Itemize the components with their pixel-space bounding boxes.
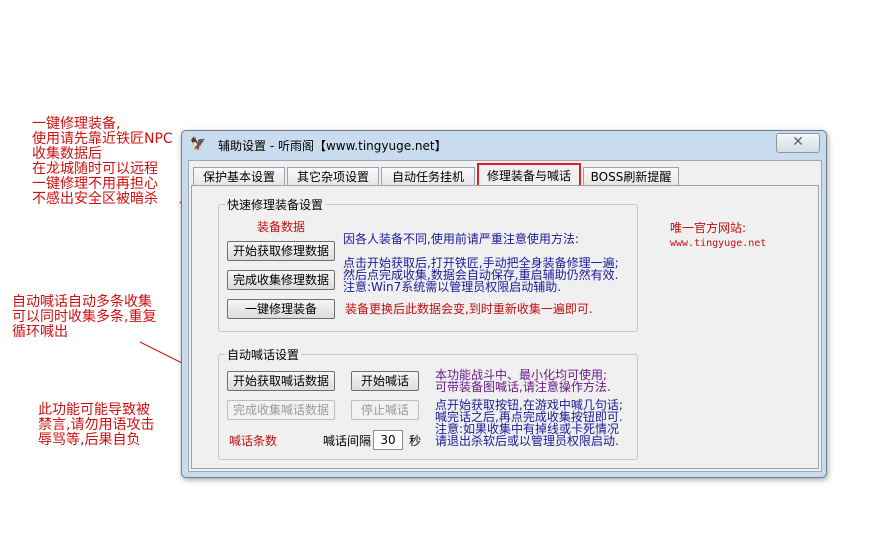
shout-count-label: 喊话条数 [229, 434, 278, 448]
shout-interval-input[interactable]: 30 [373, 430, 403, 450]
tab-boss-alert[interactable]: BOSS刷新提醒 [583, 167, 679, 186]
repair-group-title: 快速修理装备设置 [225, 196, 326, 213]
tab-auto-task[interactable]: 自动任务挂机 [381, 167, 475, 186]
shout-note-top: 本功能战斗中、最小化均可使用; 可带装备图喊话,请注意操作方法. [435, 368, 611, 394]
tab-panel-repair-shout: 快速修理装备设置 装备数据 开始获取修理数据 完成收集修理数据 一键修理装备 因… [191, 185, 819, 469]
shout-group-title: 自动喊话设置 [225, 346, 302, 363]
annotation-shout: 自动喊话自动多条收集 可以同时收集多条,重复 循环喊出 [12, 294, 157, 340]
repair-note-footer: 装备更换后此数据会变,到时重新收集一遍即可. [345, 302, 593, 316]
shout-interval-unit: 秒 [409, 434, 422, 448]
finish-shout-collect-button[interactable]: 完成收集喊话数据 [227, 400, 335, 420]
shout-group: 自动喊话设置 开始获取喊话数据 开始喊话 完成收集喊话数据 停止喊话 喊话条数 … [218, 346, 638, 460]
stop-shout-button[interactable]: 停止喊话 [351, 400, 419, 420]
title-bar[interactable]: 🦅 辅助设置 - 听雨阁【www.tingyuge.net】 ✕ [182, 131, 826, 159]
official-site-label: 唯一官方网站: [670, 221, 747, 235]
repair-note-body: 点击开始获取后,打开铁匠,手动把全身装备修理一遍; 然后点完成收集,数据会自动保… [343, 256, 619, 294]
window-title: 辅助设置 - 听雨阁【www.tingyuge.net】 [218, 139, 447, 153]
shout-interval-label: 喊话间隔 [323, 434, 372, 448]
equip-data-label: 装备数据 [257, 220, 306, 234]
start-repair-collect-button[interactable]: 开始获取修理数据 [227, 241, 335, 261]
repair-group: 快速修理装备设置 装备数据 开始获取修理数据 完成收集修理数据 一键修理装备 因… [218, 196, 638, 332]
close-button[interactable]: ✕ [776, 133, 820, 153]
app-icon: 🦅 [190, 137, 207, 152]
start-shout-collect-button[interactable]: 开始获取喊话数据 [227, 371, 335, 391]
annotation-warning: 此功能可能导致被 禁言,请勿用语攻击 辱骂等,后果自负 [38, 402, 155, 448]
settings-window: 🦅 辅助设置 - 听雨阁【www.tingyuge.net】 ✕ 保护基本设置 … [181, 130, 827, 478]
window-client: 保护基本设置 其它杂项设置 自动任务挂机 修理装备与喊话 BOSS刷新提醒 快速… [188, 160, 822, 472]
start-shout-button[interactable]: 开始喊话 [351, 371, 419, 391]
one-key-repair-button[interactable]: 一键修理装备 [227, 299, 335, 319]
tab-misc[interactable]: 其它杂项设置 [287, 167, 379, 186]
repair-note-header: 因各人装备不同,使用前请严重注意使用方法: [343, 232, 579, 246]
tab-repair-shout[interactable]: 修理装备与喊话 [477, 163, 581, 189]
finish-repair-collect-button[interactable]: 完成收集修理数据 [227, 270, 335, 290]
official-site-url: www.tingyuge.net [670, 238, 767, 249]
shout-note-bottom: 点开始获取按钮,在游戏中喊几句话; 喊完话之后,再点完成收集按钮即可. 注意:如… [435, 398, 623, 448]
annotation-repair: 一键修理装备, 使用请先靠近铁匠NPC 收集数据后 在龙城随时可以远程 一键修理… [32, 116, 173, 207]
tab-protect-basic[interactable]: 保护基本设置 [193, 167, 285, 186]
